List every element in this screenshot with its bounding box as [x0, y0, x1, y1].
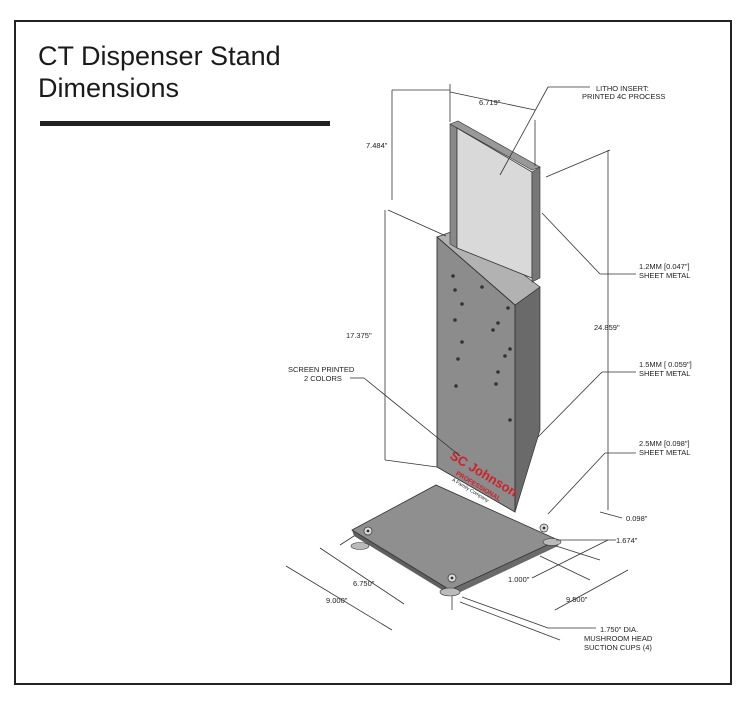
mounting-holes [451, 274, 512, 422]
label-sheet15-1: 1.5MM [ 0.059"] [639, 360, 692, 369]
label-cups-3: SUCTION CUPS (4) [584, 643, 652, 652]
suction-cup [542, 538, 562, 546]
label-sheet12-2: SHEET METAL [639, 271, 690, 280]
label-cups-1: 1.750" DIA. [600, 625, 638, 634]
base-front-edge [352, 530, 452, 596]
dim-base-depth: 9.500" [566, 595, 588, 604]
label-sheet25-2: SHEET METAL [639, 448, 690, 457]
dimension-values: 6.719" 7.484" 17.375" 24.859" 0.098" 1.6… [326, 98, 648, 605]
dim-1674: 1.674" [616, 536, 638, 545]
dim-insert-height: 7.484" [366, 141, 388, 150]
drawing-frame [14, 20, 732, 685]
label-sheet15-2: SHEET METAL [639, 369, 690, 378]
base-screw-center [366, 529, 370, 533]
upright-front [436, 236, 516, 513]
dim-total-height: 24.859" [594, 323, 620, 332]
callout-labels: LITHO INSERT: PRINTED 4C PROCESS 1.2MM [… [288, 84, 692, 652]
upright-side [514, 286, 541, 513]
base-right-edge [450, 540, 558, 596]
insert-right-frame [531, 166, 541, 283]
label-screen-1: SCREEN PRINTED [288, 365, 355, 374]
label-cups-2: MUSHROOM HEAD [584, 634, 653, 643]
dim-1000: 1.000" [508, 575, 530, 584]
dim-upright-height: 17.375" [346, 331, 372, 340]
dimension-lines [285, 84, 629, 641]
title-line-2: Dimensions [38, 73, 180, 103]
dim-base-width: 9.000" [326, 596, 348, 605]
label-litho-2: PRINTED 4C PROCESS [582, 92, 665, 101]
dim-insert-width: 6.719" [479, 98, 501, 107]
suction-cup [350, 542, 370, 550]
page-title: CT Dispenser Stand Dimensions [38, 40, 281, 104]
insert-left-frame [449, 123, 458, 249]
label-litho-1: LITHO INSERT: [596, 84, 649, 93]
title-line-1: CT Dispenser Stand [38, 41, 281, 71]
base-screw-center [450, 576, 454, 580]
dim-base-inner: 6.750" [353, 579, 375, 588]
label-sheet12-1: 1.2MM [0.047"] [639, 262, 690, 271]
dim-base-thickness: 0.098" [626, 514, 648, 523]
base-screw-center [542, 526, 546, 530]
leader-lines [350, 86, 636, 629]
label-sheet25-1: 2.5MM [0.098"] [639, 439, 690, 448]
litho-insert [449, 120, 541, 283]
label-screen-2: 2 COLORS [304, 374, 342, 383]
base-plate [350, 484, 562, 597]
suction-cup [439, 587, 461, 597]
title-underline [40, 121, 330, 126]
